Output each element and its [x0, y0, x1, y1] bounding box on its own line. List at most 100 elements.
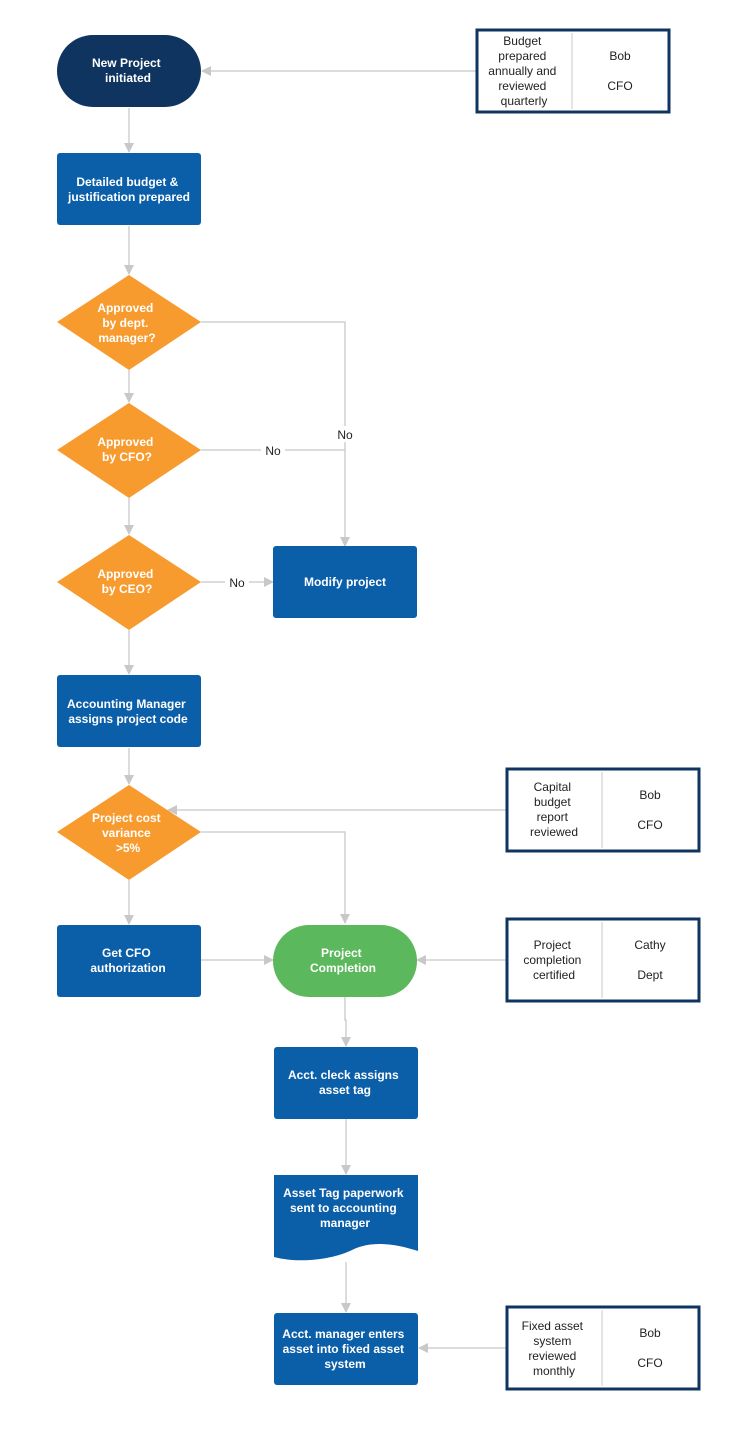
start-line-2: initiated [105, 71, 151, 85]
paperwork-line-1: Asset Tag paperwork [283, 1186, 404, 1200]
complete-line-2: Completion [310, 961, 376, 975]
getcfo-label: Get CFO authorization [90, 946, 165, 975]
getcfo-process [57, 925, 201, 997]
budget-line-1: Detailed budget & [76, 175, 178, 189]
note-budget-line-1: Budget [503, 34, 542, 48]
dept-line-1: Approved [97, 301, 153, 315]
note-budget-line-3: annually and [488, 64, 556, 78]
tag-label: Acct. cleck assigns asset tag [288, 1068, 402, 1097]
tag-line-2: asset tag [319, 1083, 371, 1097]
code-line-2: assigns project code [68, 712, 188, 726]
budget-line-2: justification prepared [67, 190, 190, 204]
start-line-1: New Project [92, 56, 161, 70]
note-budget: Budget prepared annually and reviewed qu… [475, 28, 671, 114]
cfo-decision [57, 403, 201, 498]
note-completion-owner: Cathy [634, 938, 665, 952]
code-label: Accounting Manager assigns project code [67, 697, 189, 726]
note-fixed-line-1: Fixed asset [522, 1319, 584, 1333]
note-budget-owner: Bob [609, 49, 631, 63]
start-terminator [57, 35, 201, 107]
note-completion-line-1: Project [534, 938, 572, 952]
modify-label: Modify project [304, 575, 386, 589]
note-budget-line-4: reviewed [498, 79, 546, 93]
paperwork-line-2: sent to accounting [290, 1201, 397, 1215]
complete-label: Project Completion [310, 946, 376, 975]
dept-line-2: by dept. [102, 316, 148, 330]
paperwork-document [274, 1175, 418, 1261]
note-budget-frame [475, 28, 671, 114]
connectors [124, 66, 506, 1353]
tag-line-1: Acct. cleck assigns [288, 1068, 399, 1082]
note-budget-text: Budget prepared annually and reviewed qu… [488, 34, 559, 108]
label-bg [225, 574, 249, 590]
variance-line-1: Project cost [92, 811, 161, 825]
variance-label: Project cost variance >5% [92, 811, 164, 855]
nodes [57, 35, 418, 1385]
note-budget-line-2: prepared [498, 49, 546, 63]
label-bg [333, 426, 357, 442]
enter-label: Acct. manager enters asset into fixed as… [282, 1327, 407, 1371]
note-capital-line-3: report [537, 810, 569, 824]
note-fixed: Fixed asset system reviewed monthly Bob … [505, 1305, 701, 1391]
note-capital-owner: Bob [639, 788, 661, 802]
getcfo-line-1: Get CFO [102, 946, 151, 960]
note-fixed-frame [505, 1305, 701, 1391]
note-capital-role: CFO [637, 818, 662, 832]
modify-process [273, 546, 417, 618]
ceo-line-2: by CEO? [102, 582, 153, 596]
note-completion-frame [505, 917, 701, 1003]
enter-process [274, 1313, 418, 1385]
edge-labels: No No No [225, 426, 357, 590]
edge-label-dept-no: No [337, 428, 353, 442]
note-capital-frame [505, 767, 701, 853]
edge-complete-tag [341, 996, 351, 1047]
paperwork-label: Asset Tag paperwork sent to accounting m… [283, 1186, 407, 1230]
dept-line-3: manager? [98, 331, 155, 345]
variance-line-2: variance [102, 826, 151, 840]
ceo-line-1: Approved [97, 567, 153, 581]
variance-line-3: >5% [116, 841, 141, 855]
note-completion-line-2: completion [523, 953, 581, 967]
code-process [57, 675, 201, 747]
cfo-line-1: Approved [97, 435, 153, 449]
note-capital-line-2: budget [534, 795, 571, 809]
edge-label-cfo-no: No [265, 444, 281, 458]
note-budget-line-5: quarterly [501, 94, 548, 108]
note-fixed-text: Fixed asset system reviewed monthly [522, 1319, 587, 1378]
ceo-label: Approved by CEO? [97, 567, 156, 596]
note-completion: Project completion certified Cathy Dept [505, 917, 701, 1003]
enter-line-1: Acct. manager enters [282, 1327, 404, 1341]
edge-dept-modify [201, 321, 350, 547]
note-fixed-line-4: monthly [533, 1364, 575, 1378]
note-completion-line-3: certified [533, 968, 575, 982]
dept-decision [57, 275, 201, 370]
cfo-line-2: by CFO? [102, 450, 152, 464]
budget-label: Detailed budget & justification prepared [67, 175, 190, 204]
enter-line-3: system [324, 1357, 365, 1371]
dept-label: Approved by dept. manager? [97, 301, 156, 345]
budget-process [57, 153, 201, 225]
note-completion-role: Dept [637, 968, 663, 982]
note-capital-line-1: Capital [534, 780, 571, 794]
edge-label-ceo-no: No [229, 576, 245, 590]
note-capital-line-4: reviewed [530, 825, 578, 839]
modify-line-1: Modify project [304, 575, 386, 589]
note-capital: Capital budget report reviewed Bob CFO [505, 767, 701, 853]
note-fixed-role: CFO [637, 1356, 662, 1370]
start-label: New Project initiated [92, 56, 164, 85]
paperwork-line-3: manager [320, 1216, 370, 1230]
ceo-decision [57, 535, 201, 630]
note-fixed-owner: Bob [639, 1326, 661, 1340]
note-budget-role: CFO [607, 79, 632, 93]
variance-decision [57, 785, 201, 880]
edge-variance-complete [201, 831, 350, 924]
cfo-label: Approved by CFO? [97, 435, 156, 464]
tag-process [274, 1047, 418, 1119]
getcfo-line-2: authorization [90, 961, 165, 975]
code-line-1: Accounting Manager [67, 697, 186, 711]
complete-terminator [273, 925, 417, 997]
label-bg [261, 442, 285, 458]
note-completion-text: Project completion certified [523, 938, 584, 982]
note-capital-text: Capital budget report reviewed [530, 780, 578, 839]
